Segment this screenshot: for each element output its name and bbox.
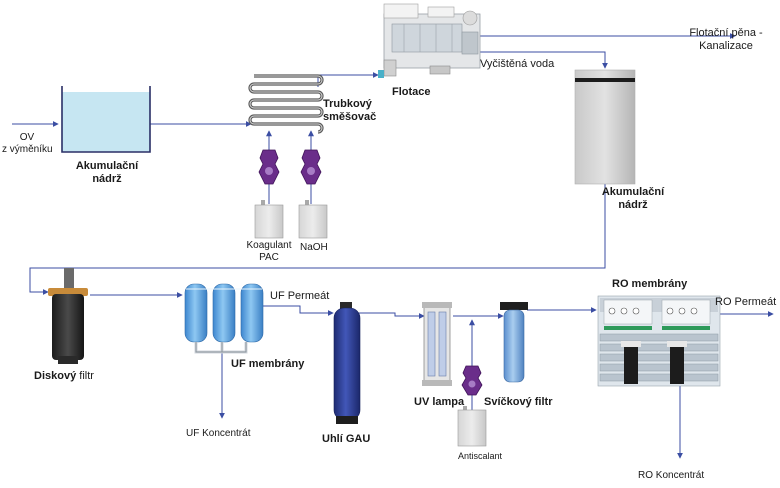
gac-label: Uhlí GAU: [322, 433, 371, 445]
dosing-pump-pac: [258, 149, 280, 185]
chemical-tank-naoh: [298, 200, 328, 239]
tank1-label-line2: nádrž: [92, 173, 122, 185]
disc-filter-label: Diskový filtr: [34, 370, 94, 383]
disc-filter: [48, 268, 88, 364]
mixer-label: Trubkový směšovač: [323, 98, 376, 124]
disc-filter-label-word1: Diskový: [34, 370, 77, 382]
ro-membranes: [597, 295, 721, 387]
mixer-label-line2: směšovač: [323, 111, 377, 123]
source-label-line2: z výměníku: [2, 144, 53, 155]
line-clean-water: [478, 51, 608, 69]
flotation-label: Flotace: [392, 86, 431, 98]
uf-concentrate-label: UF Koncentrát: [186, 428, 251, 439]
foam-label-line2: Kanalizace: [699, 40, 753, 52]
flow-lines: [12, 33, 774, 459]
pac-label: Koagulant PAC: [242, 240, 296, 264]
line-mixer-to-flotation: [317, 72, 379, 87]
source-label: OV z výměníku: [2, 132, 53, 156]
gac-column: [333, 302, 361, 424]
ro-concentrate-label: RO Koncentrát: [638, 470, 705, 481]
cartridge-filter: [500, 302, 528, 383]
accumulation-tank-1: [61, 86, 151, 153]
line-tank2-to-disc: [29, 184, 606, 295]
tank2-label-line2: nádrž: [618, 199, 648, 211]
accumulation-tank-2: [574, 69, 636, 185]
tubular-mixer-highlight: [249, 75, 323, 133]
clean-water-label: Vyčištěná voda: [480, 58, 555, 70]
disc-filter-label-word2: filtr: [79, 370, 94, 382]
line-uf-permeate: [263, 305, 334, 316]
dosing-pump-antiscalant: [461, 365, 483, 396]
tank2-label-line1: Akumulační: [601, 186, 665, 198]
dosing-pump-naoh: [300, 149, 322, 185]
line-gac-to-uv: [359, 312, 425, 319]
ro-permeate-label: RO Permeát: [715, 296, 777, 308]
foam-label: Flotační pěna - Kanalizace: [676, 27, 776, 53]
cartridge-label: Svíčkový filtr: [484, 396, 553, 408]
flotation-unit: [378, 3, 481, 78]
uf-label: UF membrány: [231, 358, 305, 370]
pac-label-line2: PAC: [259, 252, 279, 263]
uv-lamp: [422, 302, 452, 386]
mixer-label-line1: Trubkový: [323, 98, 372, 110]
uf-membranes: [184, 283, 264, 354]
tank1-label: Akumulační nádrž: [62, 160, 152, 186]
tank1-label-line1: Akumulační: [75, 160, 139, 172]
tank2-label: Akumulační nádrž: [598, 186, 668, 212]
ro-label: RO membrány: [612, 278, 688, 290]
source-label-line1: OV: [19, 132, 35, 143]
chemical-tank-pac: [254, 200, 284, 239]
uv-label: UV lampa: [414, 396, 465, 408]
foam-label-line1: Flotační pěna -: [689, 27, 763, 39]
antiscalant-label: Antiscalant: [458, 451, 503, 461]
pac-label-line1: Koagulant: [246, 240, 292, 251]
chemical-tank-antiscalant: [457, 406, 487, 447]
uf-permeate-label: UF Permeát: [270, 290, 330, 302]
naoh-label: NaOH: [300, 242, 328, 253]
